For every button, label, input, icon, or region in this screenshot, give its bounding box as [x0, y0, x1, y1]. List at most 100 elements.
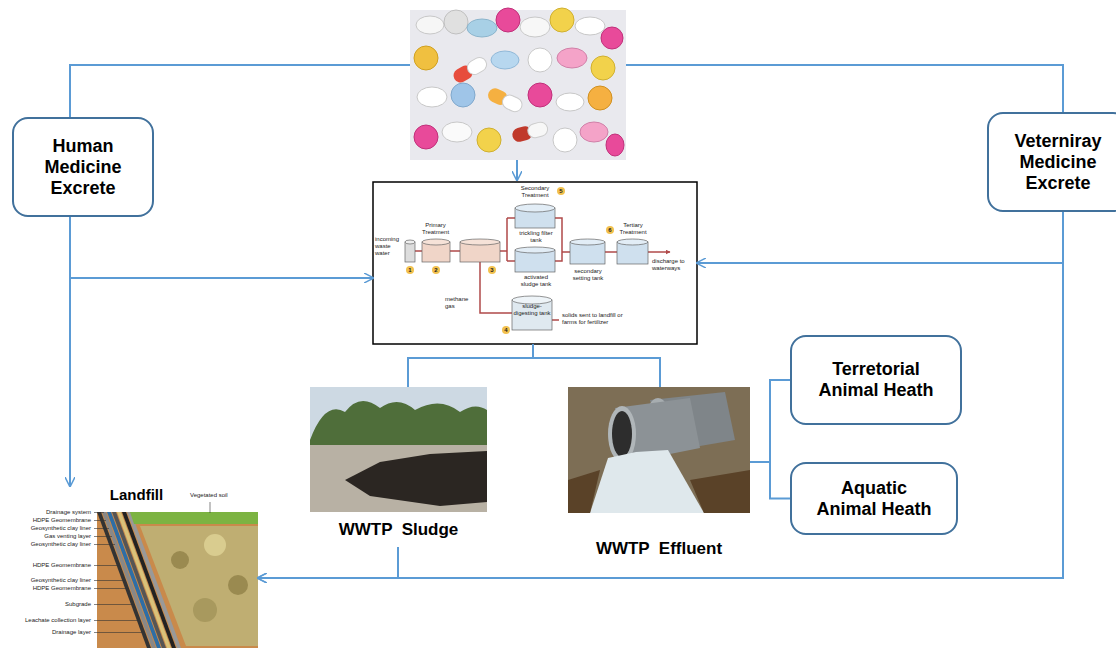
flow-connector [70, 217, 373, 278]
flow-connector [69, 217, 71, 486]
tank [617, 239, 648, 245]
ground [568, 470, 600, 513]
callout-number: 2 [432, 266, 440, 274]
ground [310, 445, 487, 512]
flow-connector [750, 380, 790, 462]
tank [422, 239, 450, 245]
part-label: discharge to waterways [652, 258, 694, 272]
pill [557, 48, 587, 68]
pill [550, 8, 574, 32]
pill [496, 8, 520, 32]
capsule [526, 121, 549, 140]
pill [451, 83, 475, 107]
capsule [465, 55, 489, 77]
tank [405, 240, 415, 244]
pill [591, 56, 615, 80]
landfill-earth [97, 512, 258, 648]
callout-number: 5 [557, 187, 565, 195]
sludge-pile [345, 451, 487, 506]
capsule [500, 93, 524, 114]
pill [477, 128, 501, 152]
sludge-photo [310, 387, 487, 512]
waste [204, 534, 226, 556]
stage-label: Tertiary Treatment [615, 222, 651, 236]
layer-label: Geosynthetic clay liner [15, 525, 91, 532]
part-label: methane gas [445, 296, 475, 310]
pill [580, 122, 608, 142]
waste [171, 551, 189, 569]
flow-connector [258, 547, 398, 578]
pill [491, 51, 519, 69]
pill [416, 16, 444, 34]
part-label: activated sludge tank [515, 274, 557, 288]
receptor-box: Terretorial Animal Heath [790, 335, 962, 425]
pill [417, 87, 447, 107]
tank [570, 239, 605, 245]
pill [601, 27, 623, 49]
layer-label: Geosynthetic clay liner [15, 541, 91, 548]
tank [515, 204, 555, 212]
pill [606, 134, 624, 156]
image-caption: WWTP Sludge [310, 520, 487, 540]
pill [444, 10, 468, 34]
pill [414, 125, 438, 149]
layer-label: Drainage system [15, 509, 91, 516]
tank [460, 239, 500, 245]
part-label: secondary setting tank [566, 268, 610, 282]
landfill-panel: LandfillDrainage systemHDPE GeomembraneG… [15, 486, 258, 648]
effluent-photo-panel: WWTP Effluent [568, 387, 750, 567]
box-label: Human Medicine Excrete [22, 136, 144, 199]
leader-line [94, 502, 210, 633]
part-label: incoming waste water [375, 236, 402, 257]
pill [575, 17, 605, 35]
callout-number: 1 [406, 266, 414, 274]
pill [528, 48, 552, 72]
layer-label: Geosynthetic clay liner [15, 577, 91, 584]
source-box: Veterniray Medicine Excrete [987, 112, 1116, 212]
part-label: trickling filter tank [515, 230, 557, 244]
stage-label: Primary Treatment [418, 222, 453, 236]
vegetated-soil [130, 512, 258, 524]
tank [512, 300, 552, 330]
pill [528, 83, 552, 107]
layer-label: HDPE Geomembrane [15, 562, 91, 569]
image-caption: WWTP Effluent [568, 539, 750, 559]
pill [467, 19, 497, 37]
source-box: Human Medicine Excrete [12, 117, 154, 217]
pill [520, 17, 550, 37]
waste [193, 598, 217, 622]
pill [588, 86, 612, 110]
waste [228, 575, 248, 595]
callout-number: 6 [606, 226, 614, 234]
pipe-mouth [612, 411, 632, 457]
box-label: Veterniray Medicine Excrete [997, 131, 1116, 194]
flow-line [626, 65, 1063, 112]
layer-label: HDPE Geomembrane [15, 585, 91, 592]
box-label: Terretorial Animal Heath [815, 359, 937, 401]
schematic-frame [373, 182, 697, 344]
pill [442, 122, 472, 142]
part-label: sludge-digesting tank [512, 303, 552, 317]
flow-arrow [516, 160, 518, 180]
part-label: solids sent to landfill or farms for fer… [562, 312, 634, 326]
ground [690, 470, 750, 513]
box-label: Aquatic Animal Heath [813, 478, 935, 520]
flow-connector [533, 344, 660, 387]
stage-label: Secondary Treatment [515, 185, 555, 199]
tank [512, 296, 552, 304]
treatment-plant-schematic: Secondary TreatmentPrimary Treatment Tert… [373, 182, 697, 344]
layer-label: Vegetated soil [190, 492, 235, 499]
flow-connector [750, 462, 790, 499]
flow-connector [697, 212, 1063, 263]
callout-number: 4 [502, 326, 510, 334]
pills-photo [410, 10, 626, 160]
layer-label: Leachate collection layer [15, 617, 91, 624]
layer-label: HDPE Geomembrane [15, 517, 91, 524]
water [590, 450, 704, 513]
flow-line [70, 65, 410, 117]
receptor-box: Aquatic Animal Heath [790, 462, 958, 535]
flow-connector [408, 344, 533, 387]
waste [140, 526, 258, 646]
